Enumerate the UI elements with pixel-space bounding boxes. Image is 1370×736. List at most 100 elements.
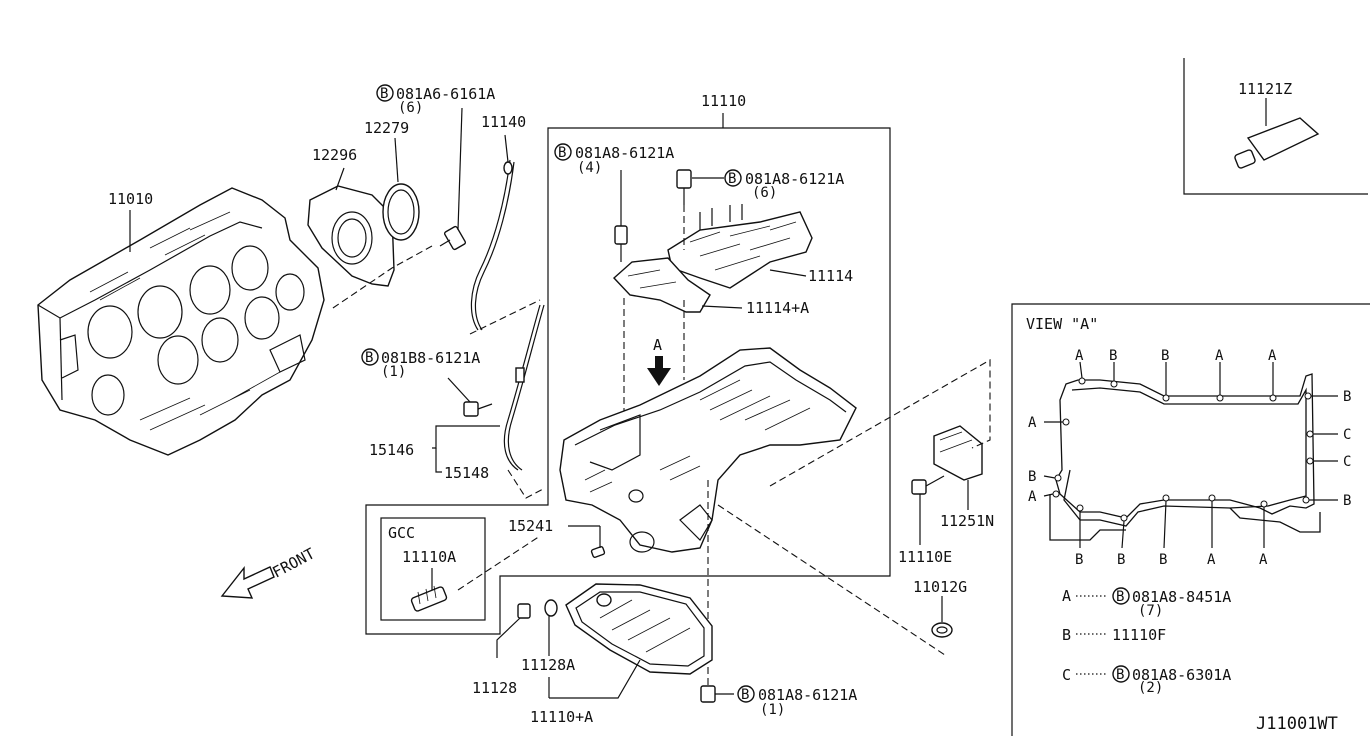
legend-qty: (2) (1138, 680, 1163, 696)
callout-b3: B 081A8-6121A (6) (724, 169, 844, 201)
bracket-drawing-11251n (933, 425, 983, 481)
circled-b-letter: B (365, 350, 373, 366)
label-11121z: 11121Z (1238, 80, 1292, 98)
circled-b-letter: B (728, 171, 736, 187)
view-letter-top-0: A (1075, 348, 1084, 364)
label-11140: 11140 (481, 113, 526, 131)
circled-b-icon (1112, 665, 1130, 683)
label-11012g: 11012G (913, 578, 967, 596)
label-11128: 11128 (472, 679, 517, 697)
bolt-b1-number: 081A6-6161A (396, 85, 495, 103)
drain-plug-drawing (517, 599, 558, 619)
view-letter-right-0: B (1343, 389, 1351, 405)
label-11114: 11114 (808, 267, 853, 285)
view-arrow (647, 356, 671, 386)
legend-key: B (1062, 626, 1071, 644)
legend-key: C (1062, 666, 1071, 684)
bolt-b2-number: 081A8-6121A (575, 144, 674, 162)
circled-b-icon (737, 685, 755, 703)
callout-b4: B 081B8-6121A (1) (361, 348, 480, 380)
view-letter-right-3: B (1343, 493, 1351, 509)
legend-number: 11110F (1112, 626, 1166, 644)
view-letter-left-1: B (1028, 469, 1036, 485)
view-letter-bottom-0: B (1075, 552, 1083, 568)
bolt-b4-qty: (1) (381, 364, 406, 380)
circled-b-letter: B (558, 145, 566, 161)
legend-qty: (7) (1138, 603, 1163, 619)
bolt-drawing-b4 (463, 401, 493, 417)
lower-oil-pan-drawing (565, 583, 713, 675)
bolt-drawing-b2 (614, 170, 628, 262)
callout-b1: B 081A6-6161A (6) (376, 84, 495, 116)
circled-b-letter: B (380, 86, 388, 102)
bolt-drawing-b5 (700, 685, 734, 703)
label-11251n: 11251N (940, 512, 994, 530)
baffle-plate-a-drawing (612, 257, 711, 313)
sealant-tube-drawing (1234, 117, 1320, 169)
bolt-b5-number: 081A8-6121A (758, 686, 857, 704)
dowel-pin-drawing (590, 546, 606, 558)
view-letter-top-3: A (1215, 348, 1224, 364)
label-15148: 15148 (444, 464, 489, 482)
label-11110: 11110 (701, 92, 746, 110)
gcc-box (380, 517, 486, 621)
circled-b-icon (724, 169, 742, 187)
legend-row-b: B 11110F (1062, 626, 1166, 644)
view-a-title: VIEW "A" (1026, 315, 1098, 333)
label-12296: 12296 (312, 146, 357, 164)
view-a-outline (1049, 373, 1321, 541)
view-letter-top-4: A (1268, 348, 1277, 364)
view-letter-bottom-1: B (1117, 552, 1125, 568)
bolt-b2-qty: (4) (577, 160, 602, 176)
sealant-box (1183, 58, 1368, 195)
legend-row-c: C B 081A8-6301A (2) (1062, 665, 1231, 696)
engine-block-drawing (37, 187, 325, 456)
front-label: FRONT (269, 544, 317, 581)
view-arrow-label: A (653, 336, 662, 354)
baffle-plate-drawing (667, 204, 813, 289)
bolt-drawing-11110e (911, 475, 945, 545)
view-letter-top-2: B (1161, 348, 1169, 364)
oil-pan-upper-frame (365, 127, 891, 635)
label-11114a: 11114+A (746, 299, 809, 317)
view-letter-right-2: C (1343, 454, 1351, 470)
washer-drawing-11012g (931, 596, 953, 638)
label-15146: 15146 (369, 441, 414, 459)
upper-oil-pan-drawing (559, 347, 857, 553)
label-15241: 15241 (508, 517, 553, 535)
bolt-b4-number: 081B8-6121A (381, 349, 480, 367)
label-11110plusa: 11110+A (530, 708, 593, 726)
view-a-box (1011, 303, 1370, 736)
view-letter-top-1: B (1109, 348, 1117, 364)
view-letter-bottom-4: A (1259, 552, 1268, 568)
legend-mark: B (1116, 589, 1124, 605)
view-letter-bottom-3: A (1207, 552, 1216, 568)
circled-b-icon (1112, 587, 1130, 605)
circled-b-icon (554, 143, 572, 161)
circled-b-letter: B (741, 687, 749, 703)
label-11110a: 11110A (402, 548, 456, 566)
label-11010: 11010 (108, 190, 153, 208)
legend-number: 081A8-6301A (1132, 666, 1231, 684)
legend-number: 081A8-8451A (1132, 588, 1231, 606)
view-letter-bottom-2: B (1159, 552, 1167, 568)
label-12279: 12279 (364, 119, 409, 137)
dipstick-drawing (470, 134, 515, 331)
gauge-tube-drawing (469, 299, 545, 471)
bolt-drawing-b1 (439, 107, 467, 251)
bolt-drawing-b3 (676, 169, 724, 205)
callout-b5: B 081A8-6121A (1) (737, 685, 857, 718)
label-gcc: GCC (388, 524, 415, 542)
bolt-b1-qty: (6) (398, 100, 423, 116)
front-arrow (220, 565, 275, 599)
circled-b-icon (361, 348, 379, 366)
legend-key: A (1062, 587, 1071, 605)
bolt-b3-qty: (6) (752, 185, 777, 201)
legend-row-a: A B 081A8-8451A (7) (1062, 587, 1231, 619)
callout-b2: B 081A8-6121A (4) (554, 143, 674, 176)
diagram-code: J11001WT (1256, 714, 1338, 734)
legend-mark: B (1116, 667, 1124, 683)
circled-b-icon (376, 84, 394, 102)
view-letter-right-1: C (1343, 427, 1351, 443)
